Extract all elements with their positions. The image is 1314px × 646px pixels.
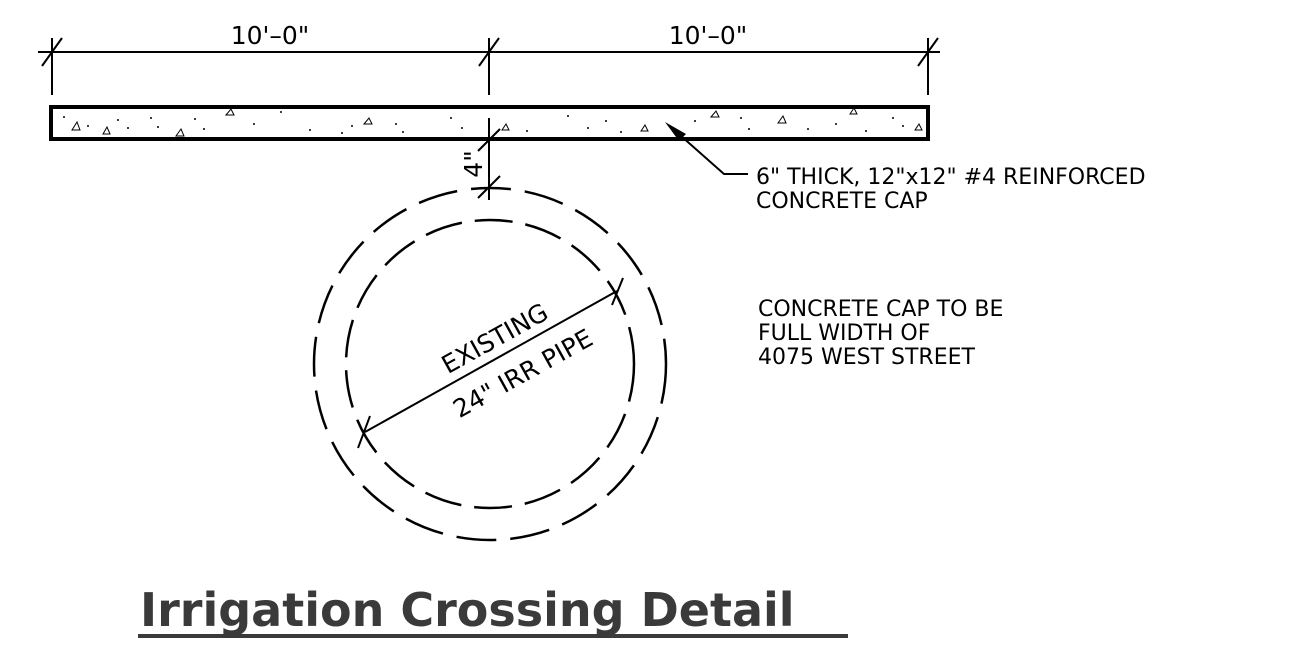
diameter-line — [364, 290, 618, 433]
aggregate-triangle — [102, 125, 111, 135]
diameter-tick-lower — [357, 415, 371, 449]
clearance-label: 4" — [459, 150, 488, 177]
stipple-dot — [450, 117, 452, 119]
stipple-dot — [748, 128, 750, 130]
stipple-dot — [865, 130, 867, 132]
stipple-dot — [567, 115, 569, 117]
stipple-dot — [902, 125, 904, 127]
stipple-dot — [605, 120, 607, 122]
stipple-dot — [157, 126, 159, 128]
aggregate-triangle — [71, 120, 81, 131]
stipple-dot — [587, 127, 589, 129]
tick-right — [917, 37, 939, 67]
span-dimension — [38, 37, 940, 95]
stipple-dot — [280, 111, 282, 113]
aggregate-triangle — [224, 108, 235, 116]
stipple-dot — [395, 123, 397, 125]
stipple-dot — [63, 116, 65, 118]
tick-middle — [478, 37, 500, 67]
width-note-line-1: CONCRETE CAP TO BE — [758, 297, 1003, 322]
aggregate-triangle — [501, 123, 510, 131]
cap-callout-leader — [671, 127, 748, 175]
stipple-dot — [526, 130, 528, 132]
stipple-dot — [694, 120, 696, 122]
pipe-inner-wall — [344, 218, 636, 510]
left-span-label: 10'–0" — [231, 21, 310, 50]
leader-arrowhead — [665, 122, 686, 141]
right-span-label: 10'–0" — [669, 21, 748, 50]
stipple-dot — [150, 117, 152, 119]
stipple-dot — [117, 119, 119, 121]
stipple-dot — [309, 129, 311, 131]
existing-pipe — [312, 186, 668, 542]
aggregate-triangle — [777, 114, 787, 124]
stipple-dot — [402, 131, 404, 133]
concrete-hatch — [71, 107, 923, 137]
stipple-dot — [892, 117, 894, 119]
cap-callout-line-1: 6" THICK, 12"x12" #4 REINFORCED — [756, 165, 1146, 190]
stipple-dot — [620, 131, 622, 133]
aggregate-triangle — [175, 127, 185, 137]
clearance-tick-top — [477, 128, 501, 152]
tick-left — [41, 37, 63, 67]
stipple-dot — [203, 128, 205, 130]
stipple-dot — [835, 123, 837, 125]
stipple-dot — [194, 118, 196, 120]
concrete-stipple — [63, 111, 904, 134]
stipple-dot — [87, 125, 89, 127]
aggregate-triangle — [640, 124, 649, 132]
stipple-dot — [807, 128, 809, 130]
aggregate-triangle — [362, 117, 373, 125]
cap-callout-line-2: CONCRETE CAP — [756, 189, 928, 214]
aggregate-triangle — [914, 123, 923, 131]
leader-line — [671, 127, 748, 175]
aggregate-triangle — [709, 110, 720, 118]
pipe-diameter-dimension — [357, 277, 624, 449]
stipple-dot — [351, 125, 353, 127]
aggregate-triangle — [849, 107, 858, 115]
diameter-tick-upper — [611, 277, 624, 306]
stipple-dot — [127, 127, 129, 129]
stipple-dot — [341, 132, 343, 134]
width-note-line-2: FULL WIDTH OF — [758, 321, 930, 346]
stipple-dot — [740, 117, 742, 119]
stipple-dot — [253, 123, 255, 125]
pipe-outer-wall — [312, 186, 668, 542]
width-note-line-3: 4075 WEST STREET — [758, 345, 976, 370]
drawing-title: Irrigation Crossing Detail — [140, 583, 795, 637]
stipple-dot — [461, 127, 463, 129]
